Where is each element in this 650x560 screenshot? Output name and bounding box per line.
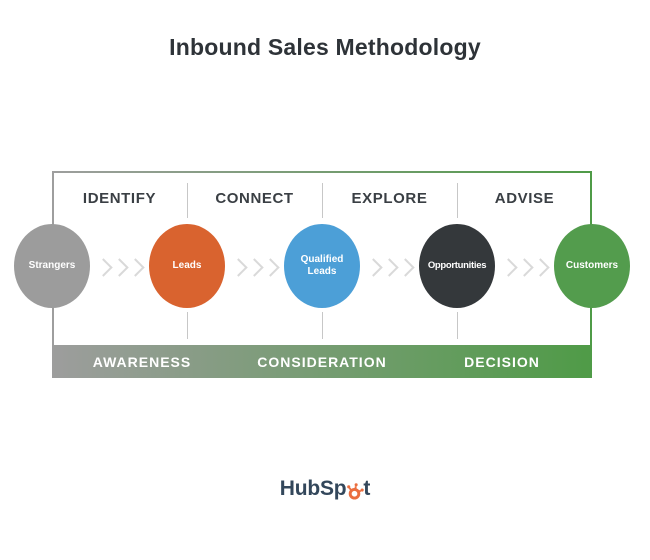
- chevron-group: [497, 257, 553, 277]
- stage-divider-stub: [322, 312, 323, 339]
- journey-label-awareness: AWARENESS: [92, 353, 192, 370]
- chevron-group: [227, 257, 283, 277]
- stage-label-explore: EXPLORE: [351, 189, 428, 207]
- stage-divider-stub: [187, 312, 188, 339]
- funnel-circle-label: Strangers: [28, 259, 76, 271]
- chevron-right-icon: [531, 257, 550, 277]
- chevron-group: [362, 257, 418, 277]
- hubspot-logo: HubSp t: [0, 477, 650, 501]
- funnel-circle-label: Opportunities: [427, 260, 487, 272]
- funnel-circle-strangers: Strangers: [14, 224, 90, 308]
- stage-divider-stub: [457, 312, 458, 339]
- diagram-border-top: [52, 171, 592, 173]
- journey-label-consideration: CONSIDERATION: [257, 353, 387, 370]
- logo-text-after: t: [363, 477, 371, 500]
- sales-stage-row: IDENTIFY CONNECT EXPLORE ADVISE: [52, 173, 592, 223]
- funnel-circle-qualified-leads: Qualified Leads: [284, 224, 360, 308]
- chevron-group: [92, 257, 148, 277]
- stage-divider: [457, 183, 458, 218]
- stage-divider: [187, 183, 188, 218]
- stage-label-advise: ADVISE: [494, 189, 555, 207]
- funnel-circle-label: Qualified Leads: [300, 253, 344, 278]
- stage-label-identify: IDENTIFY: [82, 189, 157, 207]
- methodology-diagram: IDENTIFY CONNECT EXPLORE ADVISE Stranger…: [14, 171, 630, 378]
- stage-label-connect: CONNECT: [215, 189, 294, 207]
- chevron-right-icon: [126, 257, 145, 277]
- page-title: Inbound Sales Methodology: [169, 34, 481, 60]
- logo-text-before: HubSp: [279, 477, 347, 500]
- chevron-right-icon: [261, 257, 280, 277]
- funnel-circle-label: Leads: [172, 259, 202, 271]
- funnel-circle-leads: Leads: [149, 224, 225, 308]
- funnel-circle-label: Customers: [565, 259, 619, 271]
- funnel-circle-customers: Customers: [554, 224, 630, 308]
- journey-label-decision: DECISION: [464, 353, 540, 370]
- chevron-right-icon: [396, 257, 415, 277]
- buyer-journey-bar: AWARENESS CONSIDERATION DECISION: [52, 345, 592, 378]
- stage-divider: [322, 183, 323, 218]
- hubspot-sprocket-icon: [347, 483, 365, 500]
- funnel-circle-opportunities: Opportunities: [419, 224, 495, 308]
